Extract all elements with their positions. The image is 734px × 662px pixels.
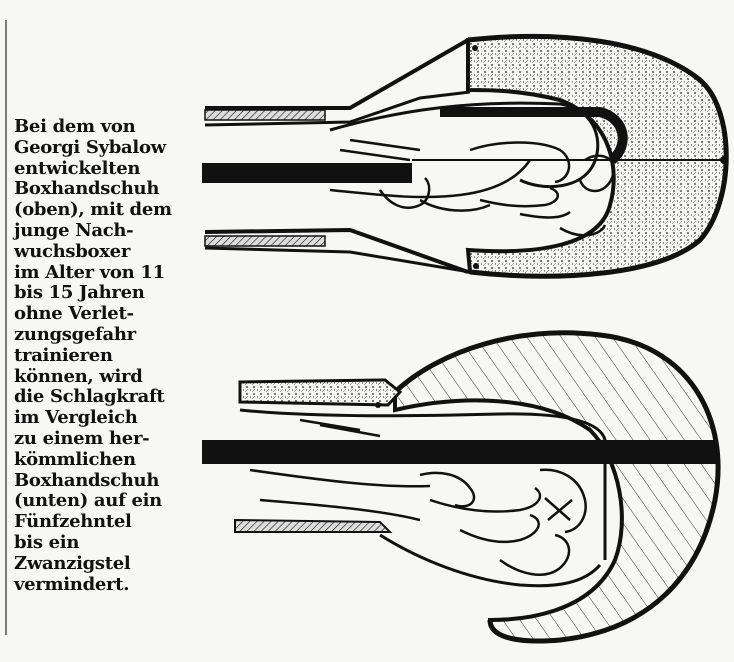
bottom-glove bbox=[202, 333, 718, 641]
bottom-cuff-top bbox=[240, 380, 400, 405]
top-glove bbox=[202, 36, 728, 276]
bottom-glove-padding bbox=[395, 333, 718, 641]
top-hand-bones bbox=[330, 140, 614, 235]
bottom-cuff-bottom bbox=[235, 520, 390, 532]
bottom-bar bbox=[202, 440, 717, 464]
top-bar bbox=[202, 163, 412, 183]
